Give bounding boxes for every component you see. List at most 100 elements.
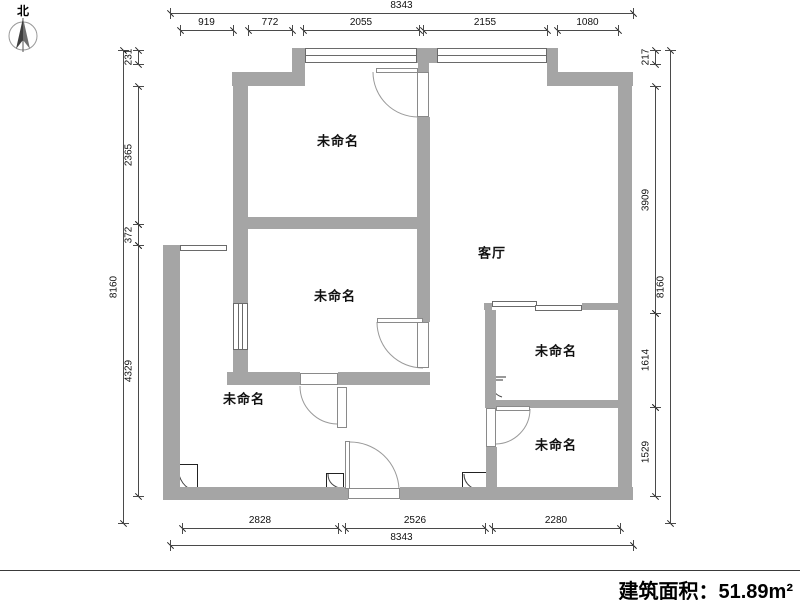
- dim-ext: [133, 86, 144, 87]
- dim-ext: [620, 523, 621, 534]
- dim-ext: [303, 25, 304, 36]
- dim-line: [655, 407, 656, 496]
- door-leaf: [496, 406, 530, 411]
- wall: [233, 72, 248, 303]
- door-leaf: [417, 72, 429, 117]
- dim-ext: [133, 64, 144, 65]
- door-leaf: [417, 322, 429, 368]
- dim-ext: [557, 25, 558, 36]
- door-leaf: [345, 441, 350, 489]
- dim-ext: [547, 25, 548, 36]
- dim-ext: [633, 540, 634, 551]
- dim-label: 8160: [108, 275, 120, 298]
- wall: [400, 487, 633, 500]
- door-swing-arc: [372, 71, 419, 118]
- dim-label: 2155: [473, 17, 497, 28]
- wall: [486, 447, 497, 489]
- wall: [582, 303, 618, 310]
- dim-ext: [133, 224, 144, 225]
- dim-ext: [665, 523, 676, 524]
- dim-line: [182, 528, 338, 529]
- wall: [547, 48, 558, 86]
- dim-ext: [292, 25, 293, 36]
- dim-label: 2280: [544, 515, 568, 526]
- dim-ext: [650, 50, 661, 51]
- dim-label: 3909: [640, 188, 652, 211]
- dim-ext: [419, 25, 420, 36]
- dim-label: 2828: [248, 515, 272, 526]
- dim-label: 8343: [390, 532, 413, 543]
- dim-ext: [650, 86, 661, 87]
- room-label: 未命名: [534, 437, 578, 453]
- door-swing-arc: [299, 385, 338, 425]
- compass-arrow-right: [23, 18, 30, 49]
- dim-ext: [423, 25, 424, 36]
- dim-label: 1080: [576, 17, 599, 28]
- dim-ext: [182, 523, 183, 534]
- wall: [232, 72, 305, 86]
- dim-ext: [345, 523, 346, 534]
- dim-ext: [118, 523, 129, 524]
- wall: [484, 303, 492, 310]
- dim-ext: [180, 25, 181, 36]
- dim-label: 231: [123, 48, 135, 66]
- dim-line: [303, 30, 419, 31]
- dim-label: 2526: [403, 515, 427, 526]
- footer-divider: [0, 570, 800, 571]
- room-label: 未命名: [222, 391, 266, 407]
- dim-label: 2055: [349, 17, 373, 28]
- wall: [418, 63, 429, 72]
- room-label: 客厅: [477, 245, 507, 261]
- dim-ext: [133, 496, 144, 497]
- dim-ext: [485, 523, 486, 534]
- door-leaf: [376, 68, 418, 73]
- dim-line: [123, 50, 124, 523]
- dim-line: [138, 224, 139, 245]
- door-leaf: [300, 373, 338, 385]
- dim-ext: [492, 523, 493, 534]
- door-leaf: [377, 318, 423, 323]
- dim-line: [655, 313, 656, 407]
- door-swing-arc: [348, 441, 400, 490]
- wall: [233, 350, 248, 373]
- dim-line: [170, 545, 633, 546]
- dim-ext: [650, 407, 661, 408]
- dim-line: [170, 13, 633, 14]
- dim-label: 8160: [655, 275, 667, 298]
- north-compass: 北: [8, 3, 38, 52]
- dim-label: 1529: [640, 440, 652, 463]
- dim-ext: [133, 50, 144, 51]
- dim-label: 372: [123, 226, 135, 243]
- dim-ext: [233, 25, 234, 36]
- dim-line: [557, 30, 618, 31]
- dim-ext: [338, 523, 339, 534]
- wall: [163, 487, 348, 500]
- building-area-text: 建筑面积：51.89m²: [619, 575, 794, 600]
- room-label: 未命名: [316, 133, 360, 149]
- wall: [163, 245, 180, 500]
- wall: [338, 372, 430, 385]
- room-label: 未命名: [313, 288, 357, 304]
- door-leaf: [486, 408, 496, 447]
- compass-arrow-left: [16, 18, 23, 49]
- building-area-value: 51.89m²: [718, 581, 794, 600]
- room-label: 未命名: [534, 343, 578, 359]
- wall: [485, 400, 632, 408]
- dim-line: [655, 86, 656, 313]
- sliding-door-panel: [535, 305, 582, 311]
- dim-ext: [650, 64, 661, 65]
- door-leaf: [348, 488, 400, 499]
- window: [180, 245, 227, 251]
- wall: [233, 217, 430, 229]
- dim-ext: [650, 313, 661, 314]
- dim-line: [492, 528, 620, 529]
- dim-line: [655, 50, 656, 64]
- door-swing-arc: [495, 408, 531, 445]
- window: [437, 48, 547, 63]
- door-leaf: [337, 387, 347, 428]
- dim-label: 8343: [390, 0, 413, 11]
- dim-label: 4329: [123, 359, 135, 382]
- dim-ext: [248, 25, 249, 36]
